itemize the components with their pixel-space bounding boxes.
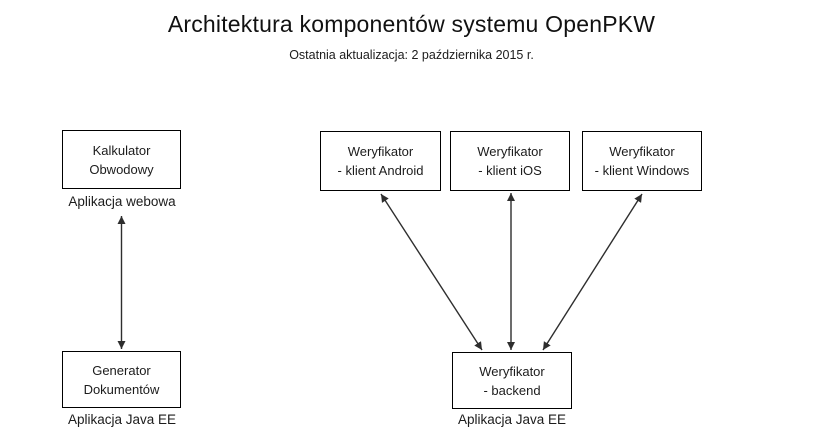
node-weryfikator-ios-line2: - klient iOS [478, 163, 542, 178]
node-weryfikator-backend-line1: Weryfikator [479, 363, 545, 379]
node-weryfikator-windows-line1: Weryfikator [609, 144, 675, 159]
page-title: Architektura komponentów systemu OpenPKW [167, 11, 656, 37]
node-kalkulator-line1: Kalkulator [92, 142, 151, 158]
edge-android-backend [380, 193, 483, 351]
node-weryfikator-windows: Weryfikator - klient Windows [582, 131, 702, 191]
caption-aplikacja-webowa: Aplikacja webowa [68, 194, 176, 209]
edge-windows-backend [542, 193, 643, 351]
node-weryfikator-ios: Weryfikator - klient iOS [450, 131, 570, 191]
node-weryfikator-android: Weryfikator - klient Android [320, 131, 441, 191]
page-subtitle: Ostatnia aktualizacja: 2 października 20… [289, 48, 534, 62]
node-generator-dokumentow: Generator Dokumentów [62, 351, 181, 408]
node-weryfikator-android-line1: Weryfikator [347, 144, 414, 159]
node-weryfikator-backend-line2: - backend [483, 382, 541, 398]
node-generator-line1: Generator [92, 362, 151, 378]
caption-aplikacja-javaee-backend: Aplikacja Java EE [457, 412, 567, 427]
node-kalkulator-obwodowy: Kalkulator Obwodowy [62, 130, 181, 189]
node-weryfikator-backend: Weryfikator - backend [452, 352, 572, 409]
node-generator-line2: Dokumentów [83, 381, 160, 397]
node-weryfikator-android-line2: - klient Android [337, 163, 424, 178]
caption-aplikacja-javaee-generator: Aplikacja Java EE [67, 412, 177, 427]
node-kalkulator-line2: Obwodowy [89, 161, 154, 177]
node-weryfikator-ios-line1: Weryfikator [477, 144, 543, 159]
node-weryfikator-windows-line2: - klient Windows [594, 163, 690, 178]
